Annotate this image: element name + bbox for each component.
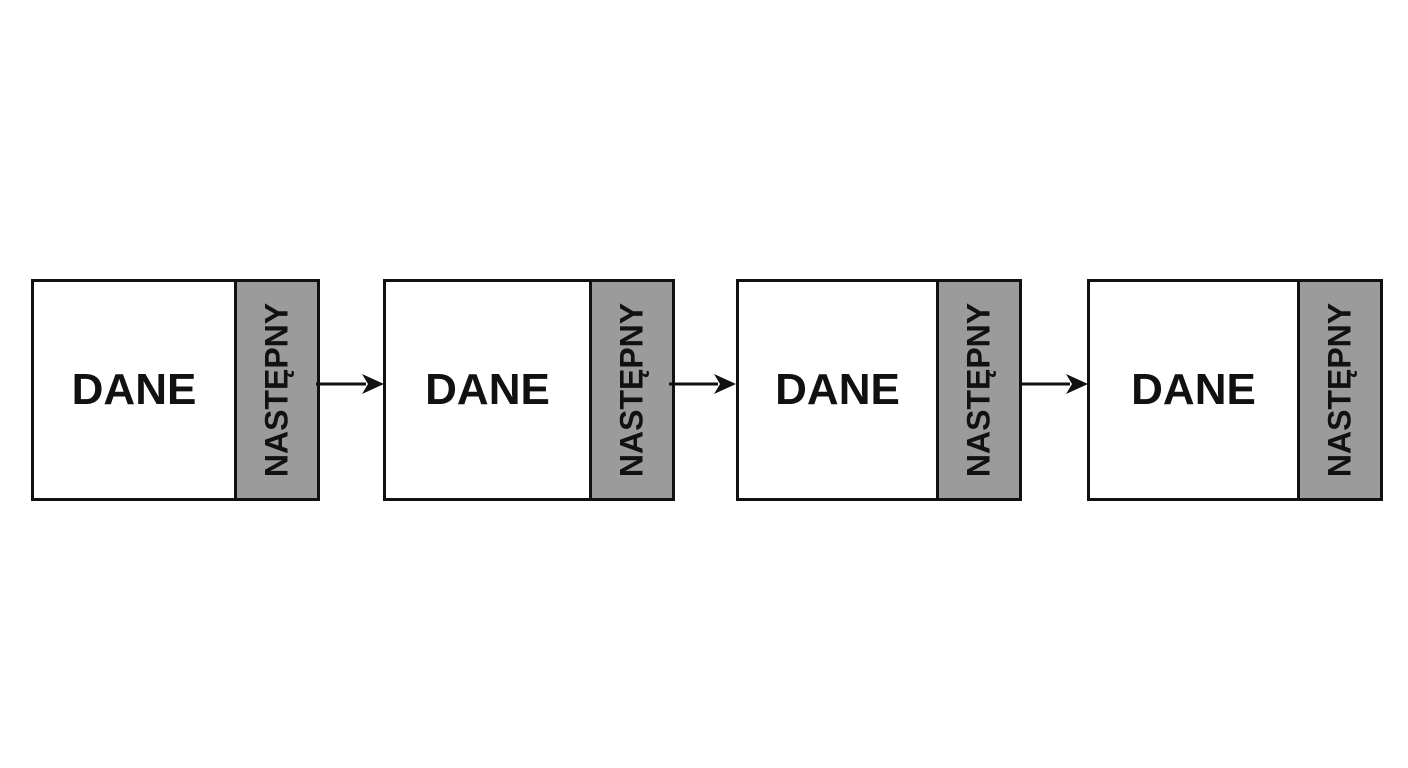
arrow-icon xyxy=(316,374,384,394)
next-label: NASTĘPNY xyxy=(613,302,650,478)
next-pointer-cell: NASTĘPNY xyxy=(592,282,672,498)
data-cell: DANE xyxy=(739,282,939,498)
data-label: DANE xyxy=(775,365,900,414)
arrow-icon xyxy=(1020,374,1088,394)
data-cell: DANE xyxy=(34,282,237,498)
next-pointer-cell: NASTĘPNY xyxy=(939,282,1019,498)
data-cell: DANE xyxy=(386,282,592,498)
next-pointer-cell: NASTĘPNY xyxy=(1300,282,1380,498)
arrow-icon xyxy=(669,374,736,394)
list-node-2: DANE NASTĘPNY xyxy=(383,279,675,501)
data-label: DANE xyxy=(1131,365,1256,414)
data-cell: DANE xyxy=(1090,282,1300,498)
data-label: DANE xyxy=(425,365,550,414)
list-node-4: DANE NASTĘPNY xyxy=(1087,279,1383,501)
next-label: NASTĘPNY xyxy=(1321,302,1358,478)
next-pointer-cell: NASTĘPNY xyxy=(237,282,317,498)
list-node-1: DANE NASTĘPNY xyxy=(31,279,320,501)
list-node-3: DANE NASTĘPNY xyxy=(736,279,1022,501)
next-label: NASTĘPNY xyxy=(258,302,295,478)
next-label: NASTĘPNY xyxy=(960,302,997,478)
data-label: DANE xyxy=(71,365,197,414)
